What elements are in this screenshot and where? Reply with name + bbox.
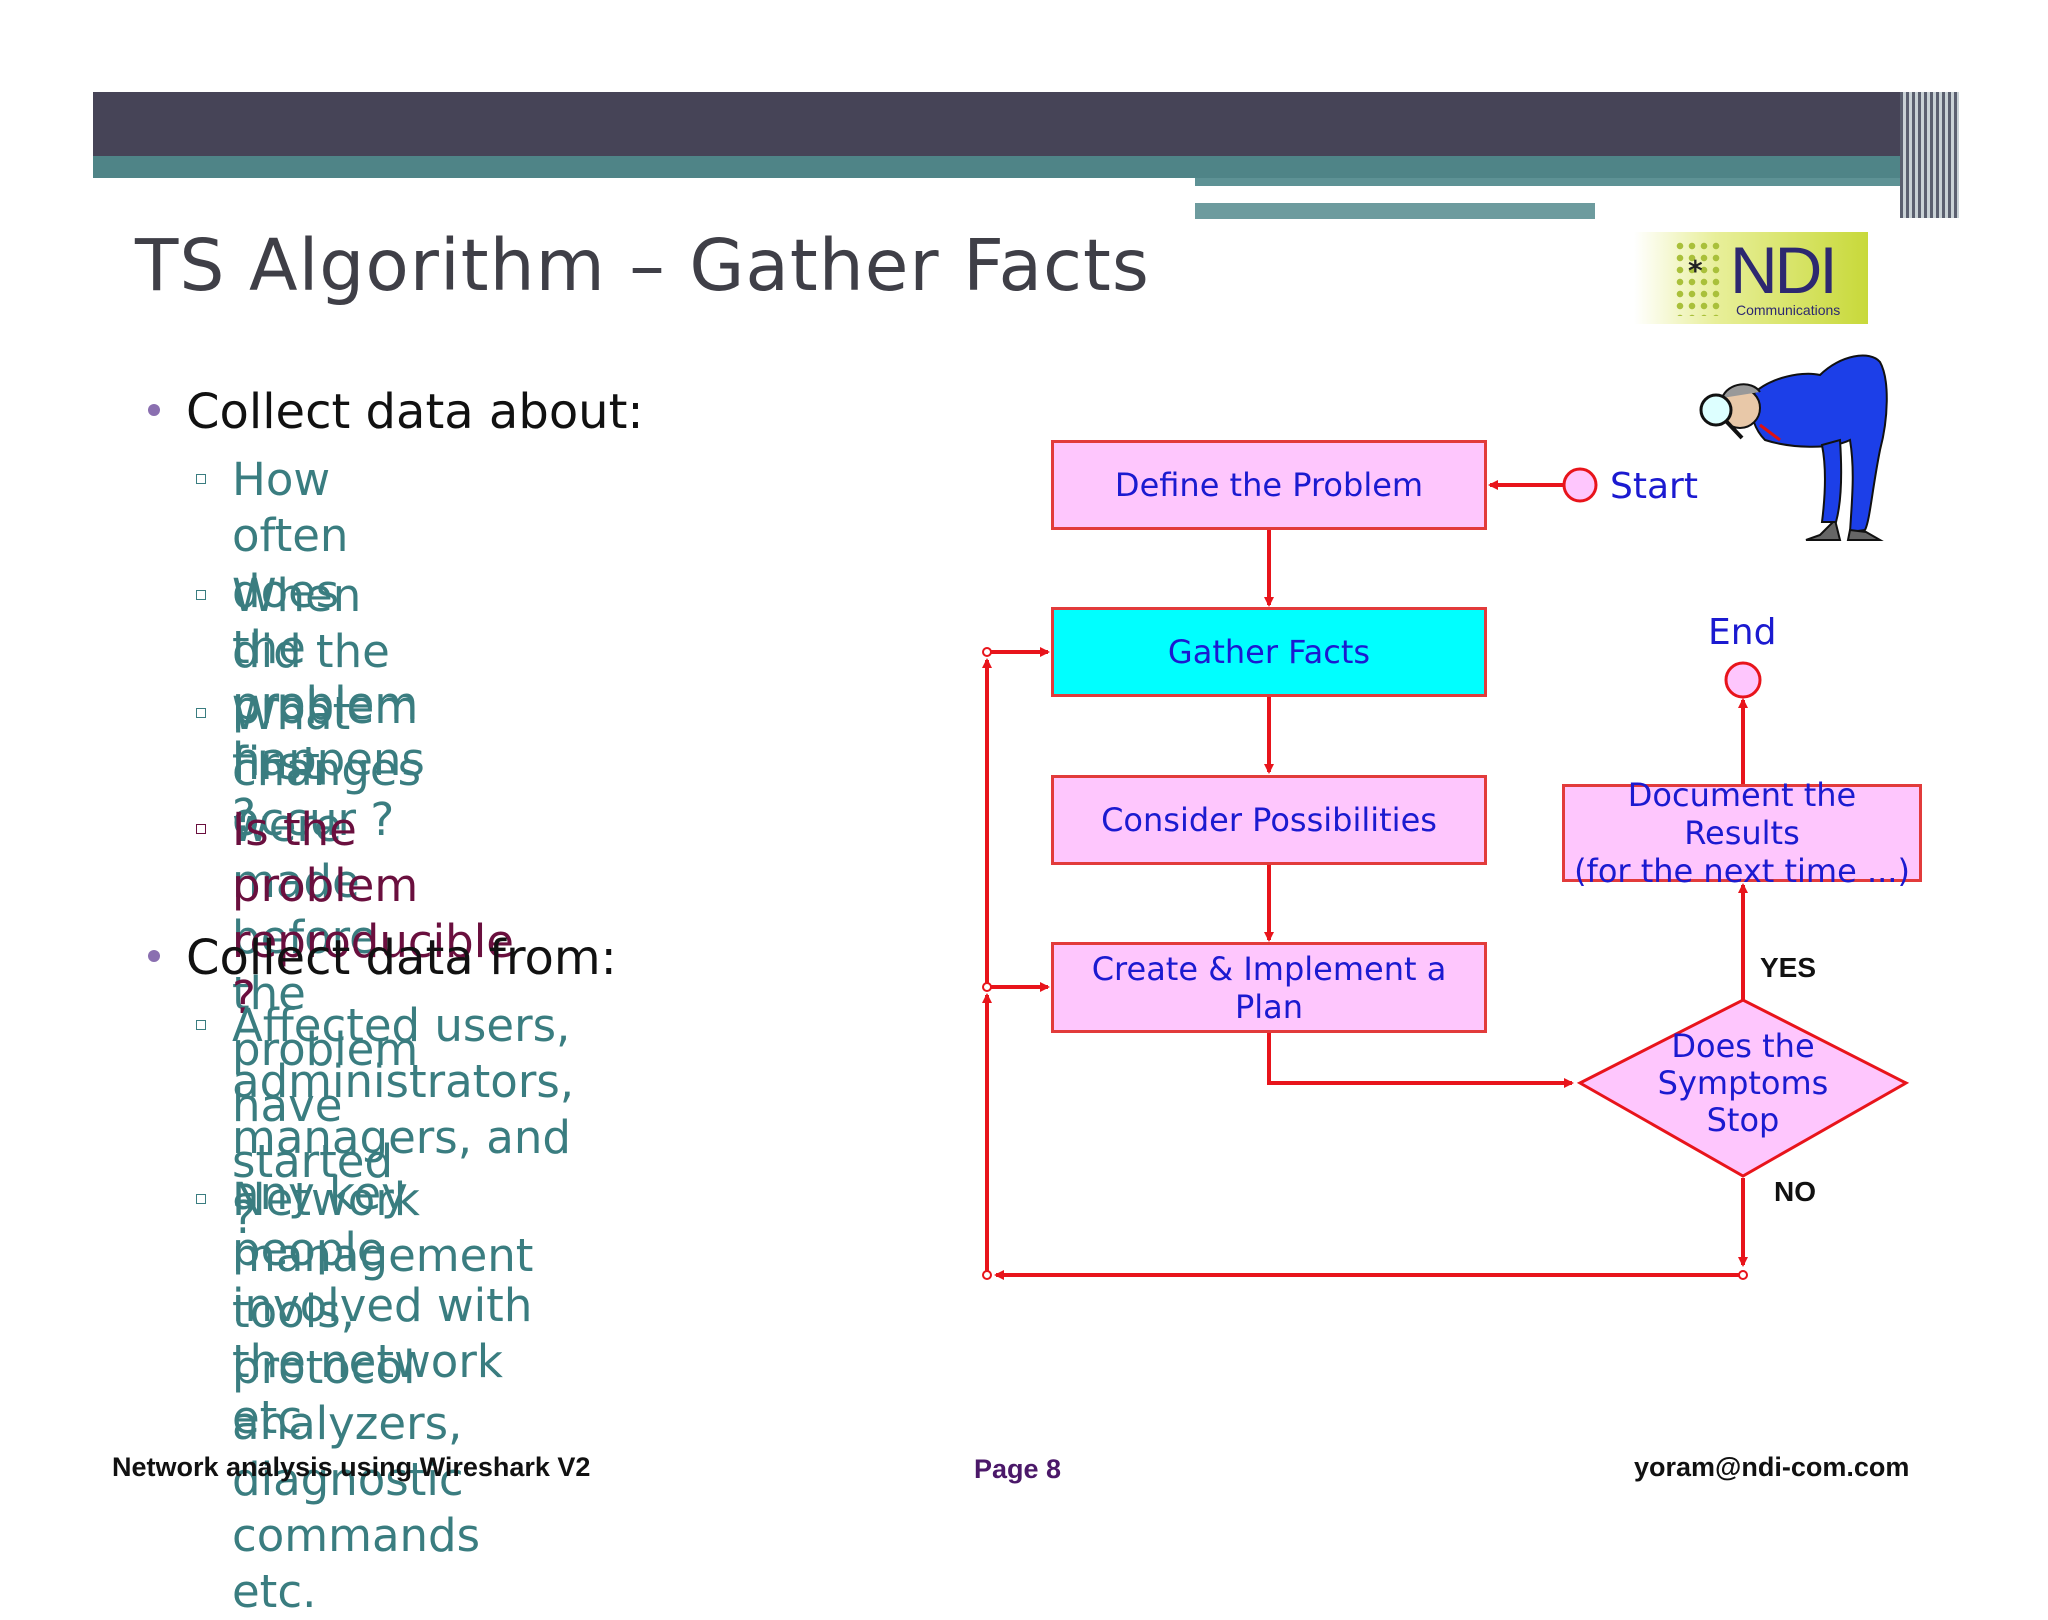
header-bar-teal-lower <box>1195 203 1595 219</box>
sub-bullet-text: Is the problem reproducible ? <box>232 803 514 1024</box>
sub-bullet-square-icon <box>196 474 206 484</box>
sub-bullet-text: Network management tools, protocol analy… <box>232 1173 534 1618</box>
ndi-logo: * NDI Communications <box>1634 232 1868 324</box>
sub-bullet-text: How often does the problem happens ? <box>232 453 425 842</box>
end-terminal-icon <box>1724 661 1762 699</box>
arrow-create-to-decision <box>1267 1033 1574 1088</box>
bullet-dot-icon <box>148 404 160 416</box>
sub-bullet-square-icon <box>196 1020 206 1030</box>
flowchart-connectors <box>982 354 1910 1280</box>
junction-dot <box>1738 1270 1748 1280</box>
bullet-dot-icon <box>148 950 160 962</box>
junction-dot <box>982 647 992 657</box>
bullet-label: Collect data from: <box>186 930 617 986</box>
bullet-label: Collect data about: <box>186 384 644 440</box>
start-terminal-icon <box>1562 467 1598 503</box>
footer-email: yoram@ndi-com.com <box>1634 1452 1910 1482</box>
flow-box-gather: Gather Facts <box>1051 607 1487 697</box>
flow-box-create: Create & Implement a Plan <box>1051 942 1487 1033</box>
header-bar-teal-stripe <box>1195 178 1959 186</box>
sub-bullet-text: When did the problem first occur ? <box>232 569 419 846</box>
header-bar-teal <box>93 156 1959 178</box>
sub-bullet-square-icon <box>196 824 206 834</box>
investigator-figure-icon <box>1699 354 1888 541</box>
sub-bullet-square-icon <box>196 590 206 600</box>
page-title: TS Algorithm – Gather Facts <box>135 224 1150 307</box>
sub-bullet-square-icon <box>196 1194 206 1204</box>
logo-text: NDI <box>1730 233 1838 307</box>
footer-page-number: Page 8 <box>974 1454 1062 1484</box>
footer-left: Network analysis using Wireshark V2 <box>112 1452 591 1482</box>
sub-bullet-square-icon <box>196 708 206 718</box>
junction-dot <box>982 1270 992 1280</box>
junction-dot <box>982 982 992 992</box>
flow-box-define: Define the Problem <box>1051 440 1487 530</box>
no-label: NO <box>1774 1176 1816 1207</box>
header-bar-dark <box>93 92 1959 156</box>
yes-label: YES <box>1760 952 1817 983</box>
decision-label: Does the Symptoms Stop <box>1657 1026 1829 1139</box>
start-label: Start <box>1610 466 1698 507</box>
header-bar-white-stripe <box>1195 192 1817 197</box>
logo-star-icon: * <box>1688 254 1703 287</box>
flow-box-consider: Consider Possibilities <box>1051 775 1487 865</box>
flow-box-document: Document the Results (for the next time … <box>1562 776 1922 890</box>
sub-bullet-text: What changes were made before the proble… <box>232 687 422 1244</box>
header-bar-end-stripes <box>1900 92 1959 218</box>
sub-bullet-text: Affected users, administrators, managers… <box>232 999 575 1444</box>
logo-subtitle: Communications <box>1736 302 1841 318</box>
logo-dots <box>1674 240 1722 316</box>
end-label: End <box>1708 612 1777 653</box>
decision-diamond <box>1576 998 1910 1178</box>
